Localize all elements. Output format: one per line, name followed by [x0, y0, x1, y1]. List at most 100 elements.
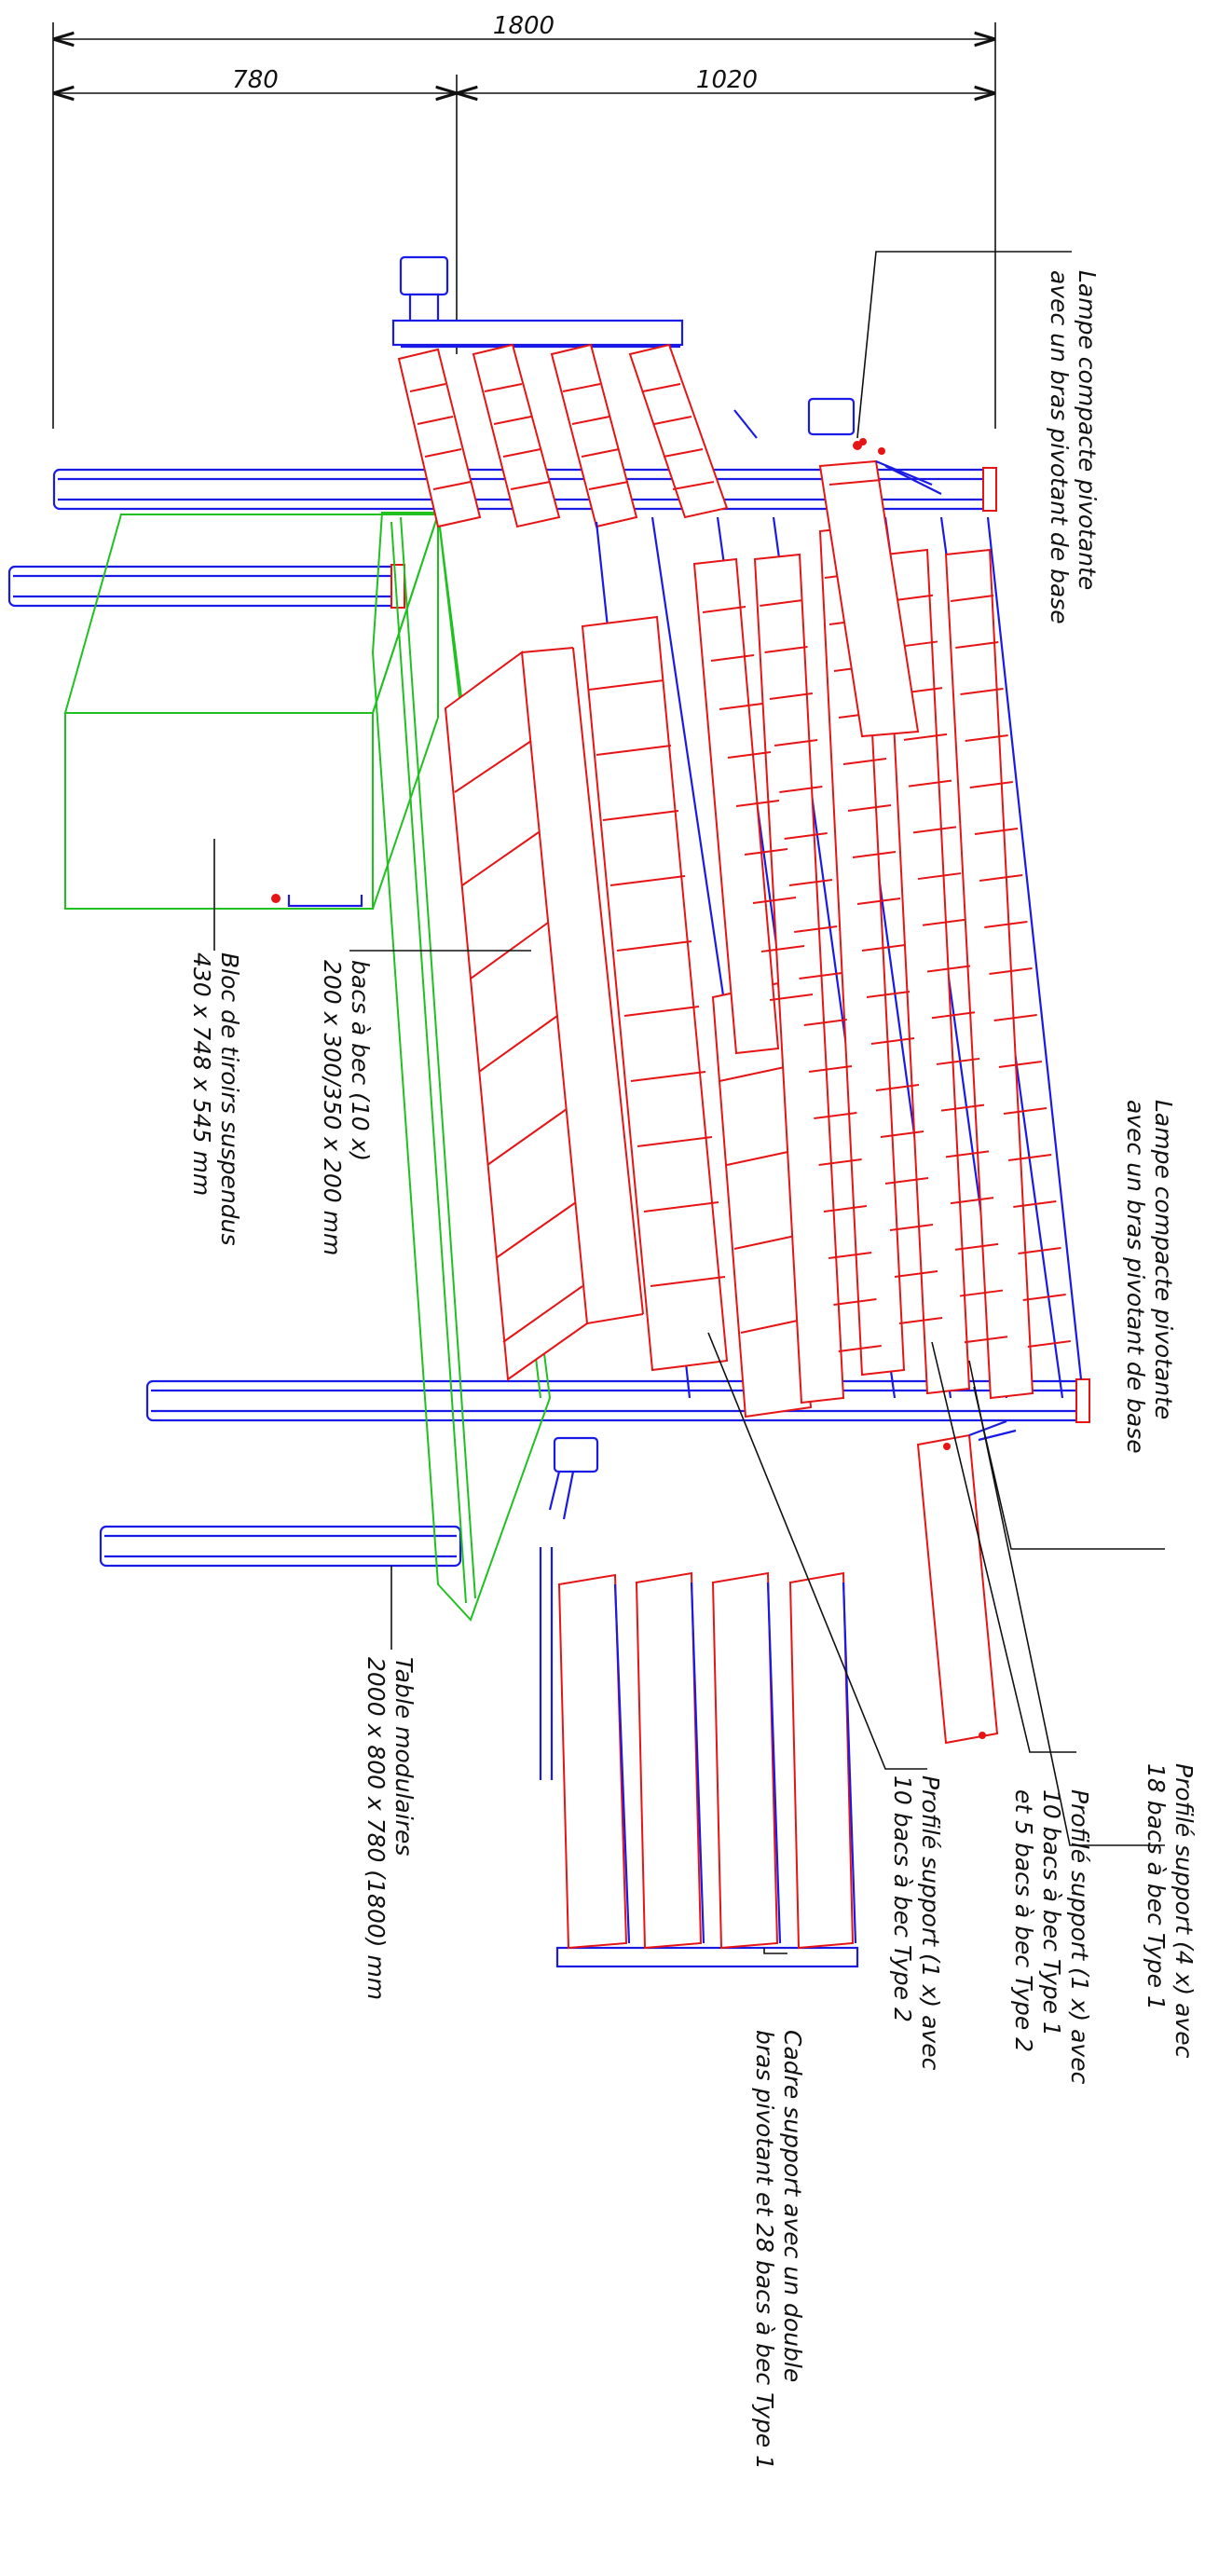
bin-divider	[769, 692, 813, 700]
bin-divider	[926, 965, 971, 973]
bin-divider	[922, 918, 966, 926]
label-profile-1x-a-line3: et 5 bacs à bec Type 2	[1010, 1789, 1037, 2052]
bin-divider	[799, 972, 842, 980]
label-frame-line2: bras pivotant et 28 bacs à bec Type 1	[751, 2030, 778, 2470]
dimension-overall: 1800	[493, 12, 555, 40]
bin-divider	[979, 874, 1023, 882]
bin-divider	[884, 1177, 929, 1185]
bin-divider	[870, 1037, 915, 1045]
bin-divider	[880, 1130, 924, 1138]
small-bin-strips	[692, 525, 1071, 1404]
bin-divider	[954, 1242, 999, 1251]
bin-divider	[945, 1150, 990, 1158]
label-lamp-mid-line1: Lampe compacte pivotante	[1150, 1100, 1177, 1419]
bin-divider	[744, 848, 788, 856]
bin-divider	[974, 828, 1019, 835]
bin-divider	[727, 751, 772, 759]
label-lamp-top-line2: avec un bras pivotant de base	[1046, 270, 1073, 624]
bin-divider	[1027, 1340, 1071, 1348]
label-frame-line1: Cadre support avec un double	[779, 2030, 806, 2382]
bin-divider	[719, 703, 763, 710]
bin-divider	[735, 800, 780, 807]
bin-divider	[752, 897, 797, 904]
label-profile-4x-line2: 18 bacs à bec Type 1	[1143, 1763, 1170, 2010]
bin-divider	[955, 641, 999, 649]
bin-divider	[984, 921, 1028, 928]
lower-swivel-frame	[539, 1436, 859, 1968]
bin-divider	[833, 1298, 877, 1306]
bin-divider	[814, 1112, 857, 1119]
bin-divider	[908, 779, 952, 788]
label-profile-1x-a-line1: Profilé support (1 x) avec	[1066, 1789, 1093, 2085]
bin-divider	[903, 733, 948, 741]
bin-divider	[838, 1345, 882, 1352]
label-drawer-line1: Bloc de tiroirs suspendus	[216, 952, 243, 1246]
label-table-line1: Table modulaires	[390, 1657, 418, 1856]
bin-divider	[951, 595, 994, 602]
bin-divider	[936, 1057, 980, 1065]
bin-divider	[1003, 1107, 1048, 1115]
bin-divider	[960, 688, 1004, 695]
bin-divider	[1022, 1294, 1066, 1301]
bin-divider	[969, 781, 1013, 788]
bin-divider	[912, 826, 957, 834]
label-drawer-line2: 430 x 748 x 545 mm	[188, 952, 215, 1196]
bin-divider	[894, 1270, 938, 1278]
bin-divider	[889, 1224, 934, 1231]
bin-divider	[803, 1019, 847, 1026]
bin-divider	[998, 1061, 1042, 1068]
dimension-lines	[52, 22, 996, 429]
bin-divider	[866, 991, 911, 998]
bin-divider	[931, 1011, 976, 1020]
bin-divider	[965, 734, 1008, 742]
label-table-line2: 2000 x 800 x 780 (1800) mm	[363, 1657, 390, 2000]
label-profile-1x-b-line2: 10 bacs à bec Type 2	[889, 1775, 916, 2022]
bin-divider	[764, 646, 808, 653]
bin-divider	[760, 599, 803, 607]
bin-divider	[964, 1336, 1008, 1344]
bin-divider	[959, 1289, 1004, 1297]
bin-divider	[828, 1252, 872, 1259]
bin-divider	[1008, 1154, 1052, 1161]
bin-divider	[1018, 1247, 1061, 1254]
bin-divider	[769, 993, 814, 1001]
bin-divider	[794, 925, 838, 933]
bin-divider	[940, 1103, 985, 1112]
bin-divider	[818, 1158, 862, 1166]
bin-divider	[808, 1065, 853, 1073]
bin-divider	[861, 944, 906, 952]
dimension-right: 1020	[696, 66, 758, 94]
leader-lines	[213, 251, 1165, 1954]
label-profile-4x-line1: Profilé support (4 x) avec	[1171, 1763, 1198, 2059]
dimension-left: 780	[232, 66, 279, 94]
bin-divider	[760, 945, 805, 952]
label-bins-line2: 200 x 300/350 x 200 mm	[319, 960, 346, 1255]
bin-divider	[702, 606, 746, 613]
bin-divider	[950, 1197, 994, 1205]
lamp-mid	[916, 1419, 1017, 1745]
bin-divider	[788, 879, 833, 886]
label-bins-line1: bacs à bec (10 x)	[347, 960, 374, 1161]
lamp-top	[807, 397, 942, 738]
label-profile-1x-a-line2: 10 bacs à bec Type 1	[1038, 1789, 1065, 2036]
bin-divider	[856, 897, 901, 905]
medium-bins-column	[581, 615, 729, 1372]
bin-divider	[989, 967, 1033, 975]
top-swivel-frame	[391, 255, 758, 439]
bin-divider	[847, 804, 892, 812]
label-lamp-mid-line2: avec un bras pivotant de base	[1122, 1100, 1149, 1454]
bin-divider	[842, 758, 887, 765]
label-profile-1x-b-line1: Profilé support (1 x) avec	[917, 1775, 944, 2071]
bin-divider	[852, 851, 897, 858]
large-bins-column	[444, 647, 644, 1381]
bin-divider	[784, 832, 828, 840]
bin-divider	[774, 739, 818, 747]
bin-divider	[710, 654, 755, 662]
label-lamp-top-line1: Lampe compacte pivotante	[1074, 270, 1101, 590]
bin-divider	[875, 1084, 920, 1091]
bin-divider	[917, 872, 962, 881]
lower-bin-stacks	[557, 1571, 857, 1950]
top-bin-stacks	[397, 343, 729, 528]
bin-divider	[779, 786, 823, 793]
bin-divider	[823, 1205, 868, 1213]
